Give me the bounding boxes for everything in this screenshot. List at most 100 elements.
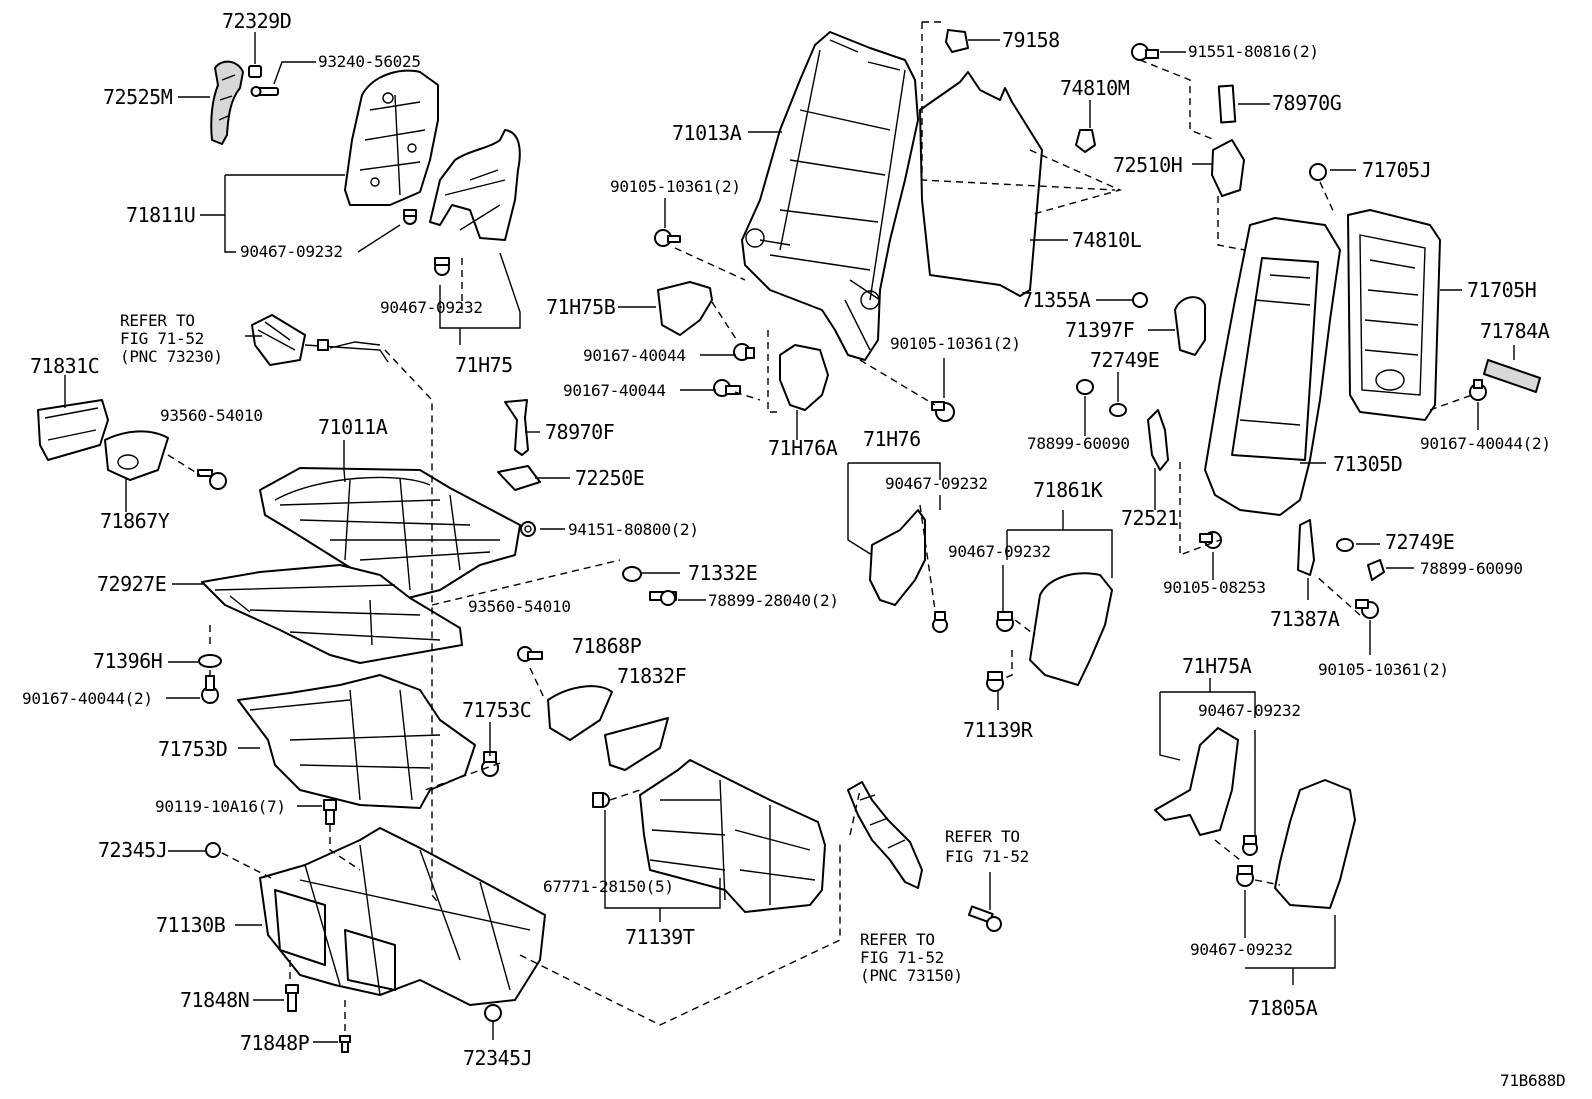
part-labels: 72329D 93240-56025 72525M 71811U 90467-0…: [22, 9, 1566, 1090]
part-90167-screw-a: [201, 675, 219, 704]
label-refer-to-2: REFER TO: [945, 827, 1020, 846]
label-90105-10361-c: 90105-10361(2): [1318, 660, 1449, 679]
label-90167-40044-2b: 90167-40044(2): [1420, 434, 1551, 453]
label-71355A: 71355A: [1021, 288, 1091, 312]
label-71305D: 71305D: [1333, 452, 1402, 476]
part-71705h-panel: [1347, 209, 1441, 421]
part-93560-bolt-b: [517, 646, 543, 662]
part-74810m-clip: [1075, 129, 1096, 153]
part-clip-b: [434, 257, 450, 276]
part-72749e-washer-a: [1109, 403, 1127, 417]
part-clip-c: [932, 611, 948, 633]
part-74810l-board: [919, 71, 1043, 297]
part-71h75a-cover: [1154, 727, 1239, 836]
label-71H75B: 71H75B: [546, 295, 616, 319]
label-71805A: 71805A: [1248, 996, 1318, 1020]
label-72510H: 72510H: [1113, 153, 1182, 177]
part-67771-clip: [592, 792, 610, 808]
label-71848N: 71848N: [180, 988, 249, 1012]
part-78899-grommet-a: [1076, 379, 1094, 395]
part-78899-grommet-b: [1367, 559, 1385, 581]
label-72345J-a: 72345J: [98, 838, 167, 862]
label-71861K: 71861K: [1033, 478, 1103, 502]
part-71848n-bolt: [285, 984, 299, 1012]
label-90467-09232-e: 90467-09232: [1198, 701, 1301, 720]
part-clip-e: [1242, 835, 1258, 856]
part-71867y-cover: [104, 430, 169, 481]
label-72525M: 72525M: [103, 85, 173, 109]
part-seatbelt-buckle: [847, 781, 923, 889]
part-90167-screw-b: [733, 343, 755, 361]
part-78899-bolt: [649, 590, 677, 606]
part-91551-bolt: [1131, 43, 1159, 61]
part-72521-bracket: [1147, 409, 1169, 471]
label-71753D: 71753D: [158, 737, 227, 761]
label-74810L: 74810L: [1072, 228, 1142, 252]
label-71705J: 71705J: [1362, 158, 1431, 182]
label-79158: 79158: [1002, 28, 1060, 52]
part-93560-bolt-a: [197, 469, 227, 490]
part-72345j-a: [205, 842, 221, 858]
label-90167-40044-b: 90167-40044: [563, 381, 666, 400]
label-71139R: 71139R: [963, 718, 1034, 742]
part-71397f-cover: [1174, 296, 1206, 356]
part-71332e-washer: [622, 566, 642, 582]
label-71397F: 71397F: [1065, 318, 1134, 342]
label-71811U: 71811U: [126, 203, 195, 227]
label-71848P: 71848P: [240, 1031, 310, 1055]
label-71753C: 71753C: [462, 698, 531, 722]
label-72521: 72521: [1121, 506, 1179, 530]
label-90119-10A16: 90119-10A16(7): [155, 797, 286, 816]
part-72345j-b: [484, 1004, 502, 1022]
part-78970f-tube: [504, 399, 529, 456]
part-71831c-cover: [37, 399, 109, 461]
part-71396h-pad: [198, 654, 222, 668]
part-90105-bolt-d: [1355, 599, 1379, 619]
part-harness-connector: [251, 314, 389, 366]
part-71h76-cover: [869, 509, 926, 606]
part-71861k-cover: [1029, 572, 1113, 686]
label-refer-fig-1: FIG 71-52: [120, 329, 204, 348]
part-71130b-seat-frame: [259, 827, 546, 1006]
label-71387A: 71387A: [1270, 607, 1340, 631]
label-refer-to-3: REFER TO: [860, 930, 935, 949]
label-71H76A: 71H76A: [768, 436, 838, 460]
label-71832F: 71832F: [617, 664, 686, 688]
label-78899-60090-b: 78899-60090: [1420, 559, 1523, 578]
part-71h75-cover: [429, 129, 521, 241]
part-72927e-tray: [201, 564, 463, 664]
label-71784A: 71784A: [1480, 319, 1550, 343]
part-71139t-duct: [639, 759, 826, 913]
label-71868P: 71868P: [572, 634, 642, 658]
label-71011A: 71011A: [318, 415, 388, 439]
label-93240-56025: 93240-56025: [318, 52, 421, 71]
part-78970g-tube: [1217, 84, 1237, 124]
part-71h75b-bracket: [657, 281, 713, 336]
label-90105-10361-a: 90105-10361(2): [610, 177, 741, 196]
part-clip-a: [403, 209, 417, 225]
label-71332E: 71332E: [688, 561, 757, 585]
label-78899-60090-a: 78899-60090: [1027, 434, 1130, 453]
label-71H76: 71H76: [863, 427, 921, 451]
label-72329D: 72329D: [222, 9, 291, 33]
leader-lines: [64, 32, 1515, 1043]
part-71387a-bracket: [1297, 519, 1315, 576]
label-72927E: 72927E: [97, 572, 166, 596]
part-90105-bolt-b: [931, 401, 955, 422]
part-71753d-tub: [237, 674, 476, 809]
part-clip-f: [1236, 865, 1254, 887]
part-71h76a-bracket: [779, 344, 829, 411]
part-71784a-strip: [1483, 359, 1541, 393]
dashed-lines: [167, 21, 1473, 1035]
label-78899-28040: 78899-28040(2): [708, 591, 839, 610]
part-94151-nut: [520, 521, 536, 537]
label-refer-pnc-1: (PNC 73230): [120, 347, 223, 366]
part-90105-bolt-c: [1199, 531, 1222, 549]
label-90105-10361-b: 90105-10361(2): [890, 334, 1021, 353]
label-90467-09232-c: 90467-09232: [885, 474, 988, 493]
label-93560-54010-b: 93560-54010: [468, 597, 571, 616]
part-72525m-lever: [210, 60, 244, 145]
part-71811u-shield: [344, 69, 439, 206]
diagram-id: 71B688D: [1500, 1071, 1565, 1090]
